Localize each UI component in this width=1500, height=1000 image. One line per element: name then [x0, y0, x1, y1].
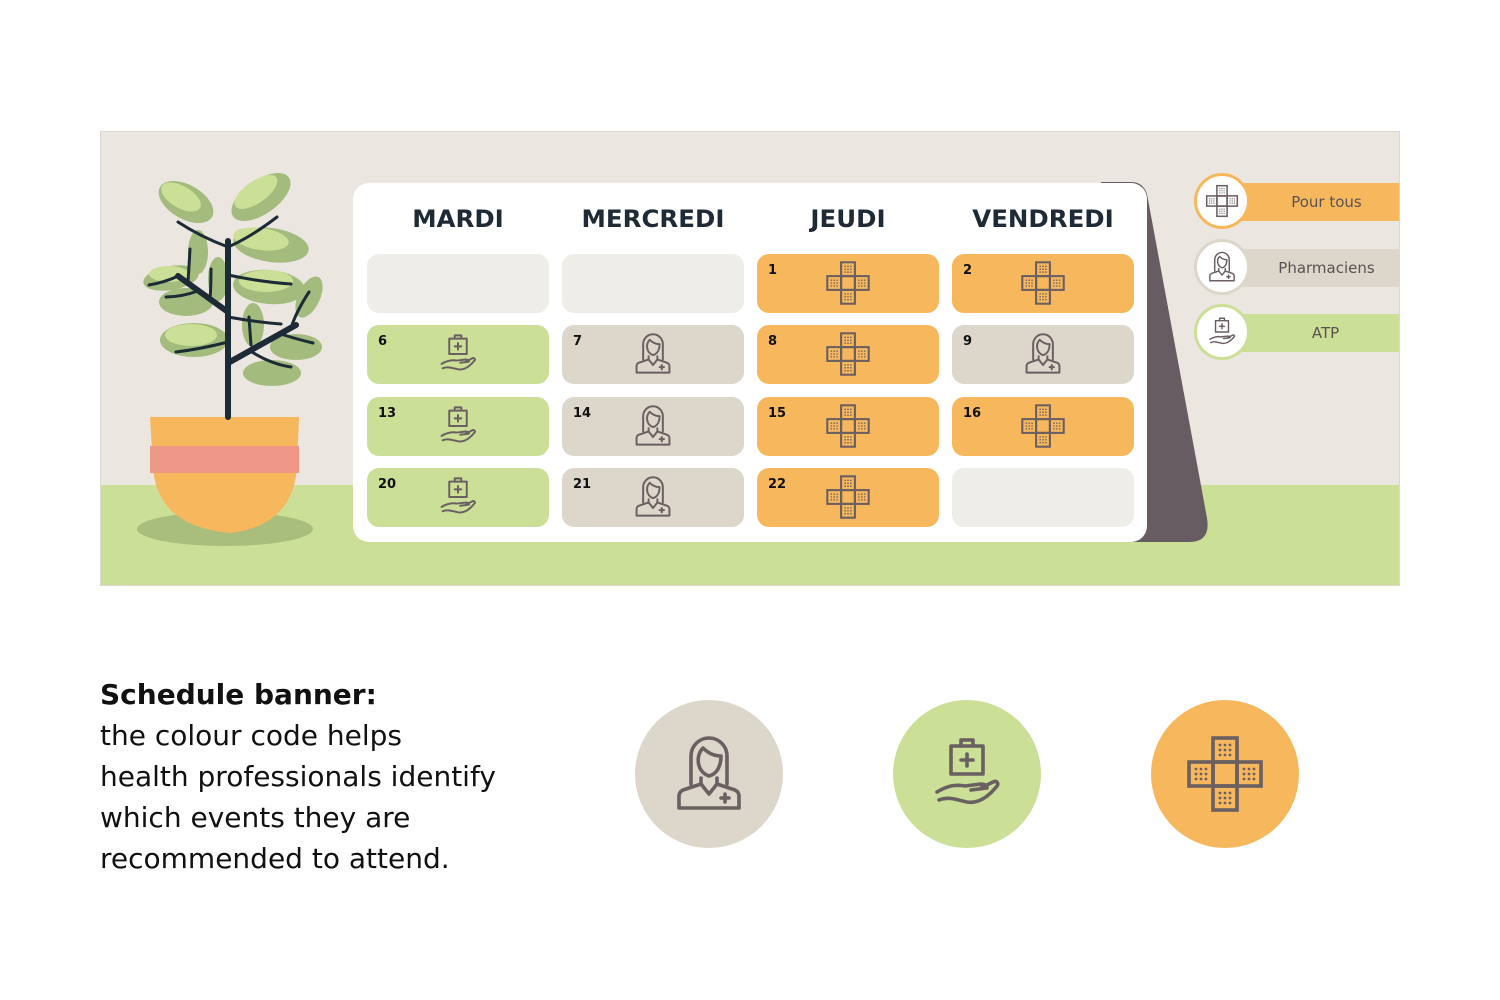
medkit-hand-icon	[927, 732, 1007, 816]
schedule-banner: MARDI MERCREDI JEUDI VENDREDI 1 2 6 7 8	[100, 131, 1400, 586]
medkit-hand-icon	[435, 403, 481, 449]
day-number: 22	[768, 477, 787, 492]
bandage-cross-icon	[825, 403, 871, 449]
calendar-cell-pour-tous: 1	[757, 254, 939, 313]
legend-badge	[1194, 173, 1250, 229]
medkit-hand-icon	[435, 331, 481, 377]
pharmacist-icon	[669, 732, 749, 816]
bandage-cross-icon	[1020, 403, 1066, 449]
pharmacist-icon	[1205, 250, 1239, 284]
day-number: 21	[573, 477, 592, 492]
calendar-cell-pour-tous: 8	[757, 325, 939, 384]
calendar-cell-pharmaciens: 9	[952, 325, 1134, 384]
pharmacist-icon	[630, 331, 676, 377]
calendar-cell-empty	[562, 254, 744, 313]
pharmacist-icon	[630, 403, 676, 449]
caption-line: recommended to attend.	[100, 842, 450, 875]
calendar-cell-pharmaciens: 21	[562, 468, 744, 527]
legend-badge	[1194, 304, 1250, 360]
calendar-cell-empty	[367, 254, 549, 313]
potted-plant-illustration	[137, 173, 323, 546]
bandage-cross-icon	[1020, 260, 1066, 306]
calendar-card: MARDI MERCREDI JEUDI VENDREDI 1 2 6 7 8	[353, 183, 1147, 542]
showcase-pharmacist	[635, 700, 783, 848]
calendar-cell-atp: 20	[367, 468, 549, 527]
legend-badge	[1194, 239, 1250, 295]
day-number: 7	[573, 334, 583, 349]
caption-line: which events they are	[100, 801, 411, 834]
legend-label: Pharmaciens	[1278, 259, 1375, 277]
calendar-cell-pour-tous: 16	[952, 397, 1134, 456]
day-number: 16	[963, 406, 982, 421]
legend-item-pharmaciens: Pharmaciens	[1194, 239, 1399, 295]
showcase-pour-tous	[1151, 700, 1299, 848]
day-number: 14	[573, 406, 592, 421]
calendar-cell-pharmaciens: 14	[562, 397, 744, 456]
day-number: 15	[768, 406, 787, 421]
calendar-cell-pharmaciens: 7	[562, 325, 744, 384]
calendar-cell-atp: 6	[367, 325, 549, 384]
caption-title: Schedule banner:	[100, 678, 377, 711]
bandage-cross-icon	[1185, 732, 1265, 816]
caption-line: the colour code helps	[100, 719, 402, 752]
legend-label: ATP	[1311, 324, 1340, 342]
pharmacist-icon	[630, 474, 676, 520]
medkit-hand-icon	[1205, 315, 1239, 349]
day-number: 8	[768, 334, 778, 349]
day-number: 9	[963, 334, 973, 349]
calendar-cell-pour-tous: 15	[757, 397, 939, 456]
day-header-vendredi: VENDREDI	[972, 205, 1114, 233]
pharmacist-icon	[1020, 331, 1066, 377]
bandage-cross-icon	[1205, 184, 1239, 218]
bandage-cross-icon	[825, 260, 871, 306]
legend-item-atp: ATP	[1194, 304, 1399, 360]
bandage-cross-icon	[825, 474, 871, 520]
day-number: 6	[378, 334, 388, 349]
calendar-cell-pour-tous: 22	[757, 468, 939, 527]
calendar-cell-pour-tous: 2	[952, 254, 1134, 313]
calendar-cell-empty	[952, 468, 1134, 527]
legend-label: Pour tous	[1291, 193, 1362, 211]
day-number: 20	[378, 477, 397, 492]
medkit-hand-icon	[435, 474, 481, 520]
legend-bar: Pharmaciens	[1216, 249, 1399, 287]
calendar-cell-atp: 13	[367, 397, 549, 456]
caption: Schedule banner: the colour code helps h…	[100, 674, 560, 879]
day-header-mardi: MARDI	[412, 205, 504, 233]
legend-item-pour-tous: Pour tous	[1194, 173, 1399, 229]
day-header-jeudi: JEUDI	[810, 205, 886, 233]
day-number: 13	[378, 406, 397, 421]
showcase-atp	[893, 700, 1041, 848]
day-header-mercredi: MERCREDI	[581, 205, 725, 233]
day-number: 1	[768, 263, 778, 278]
day-number: 2	[963, 263, 973, 278]
caption-line: health professionals identify	[100, 760, 496, 793]
bandage-cross-icon	[825, 331, 871, 377]
